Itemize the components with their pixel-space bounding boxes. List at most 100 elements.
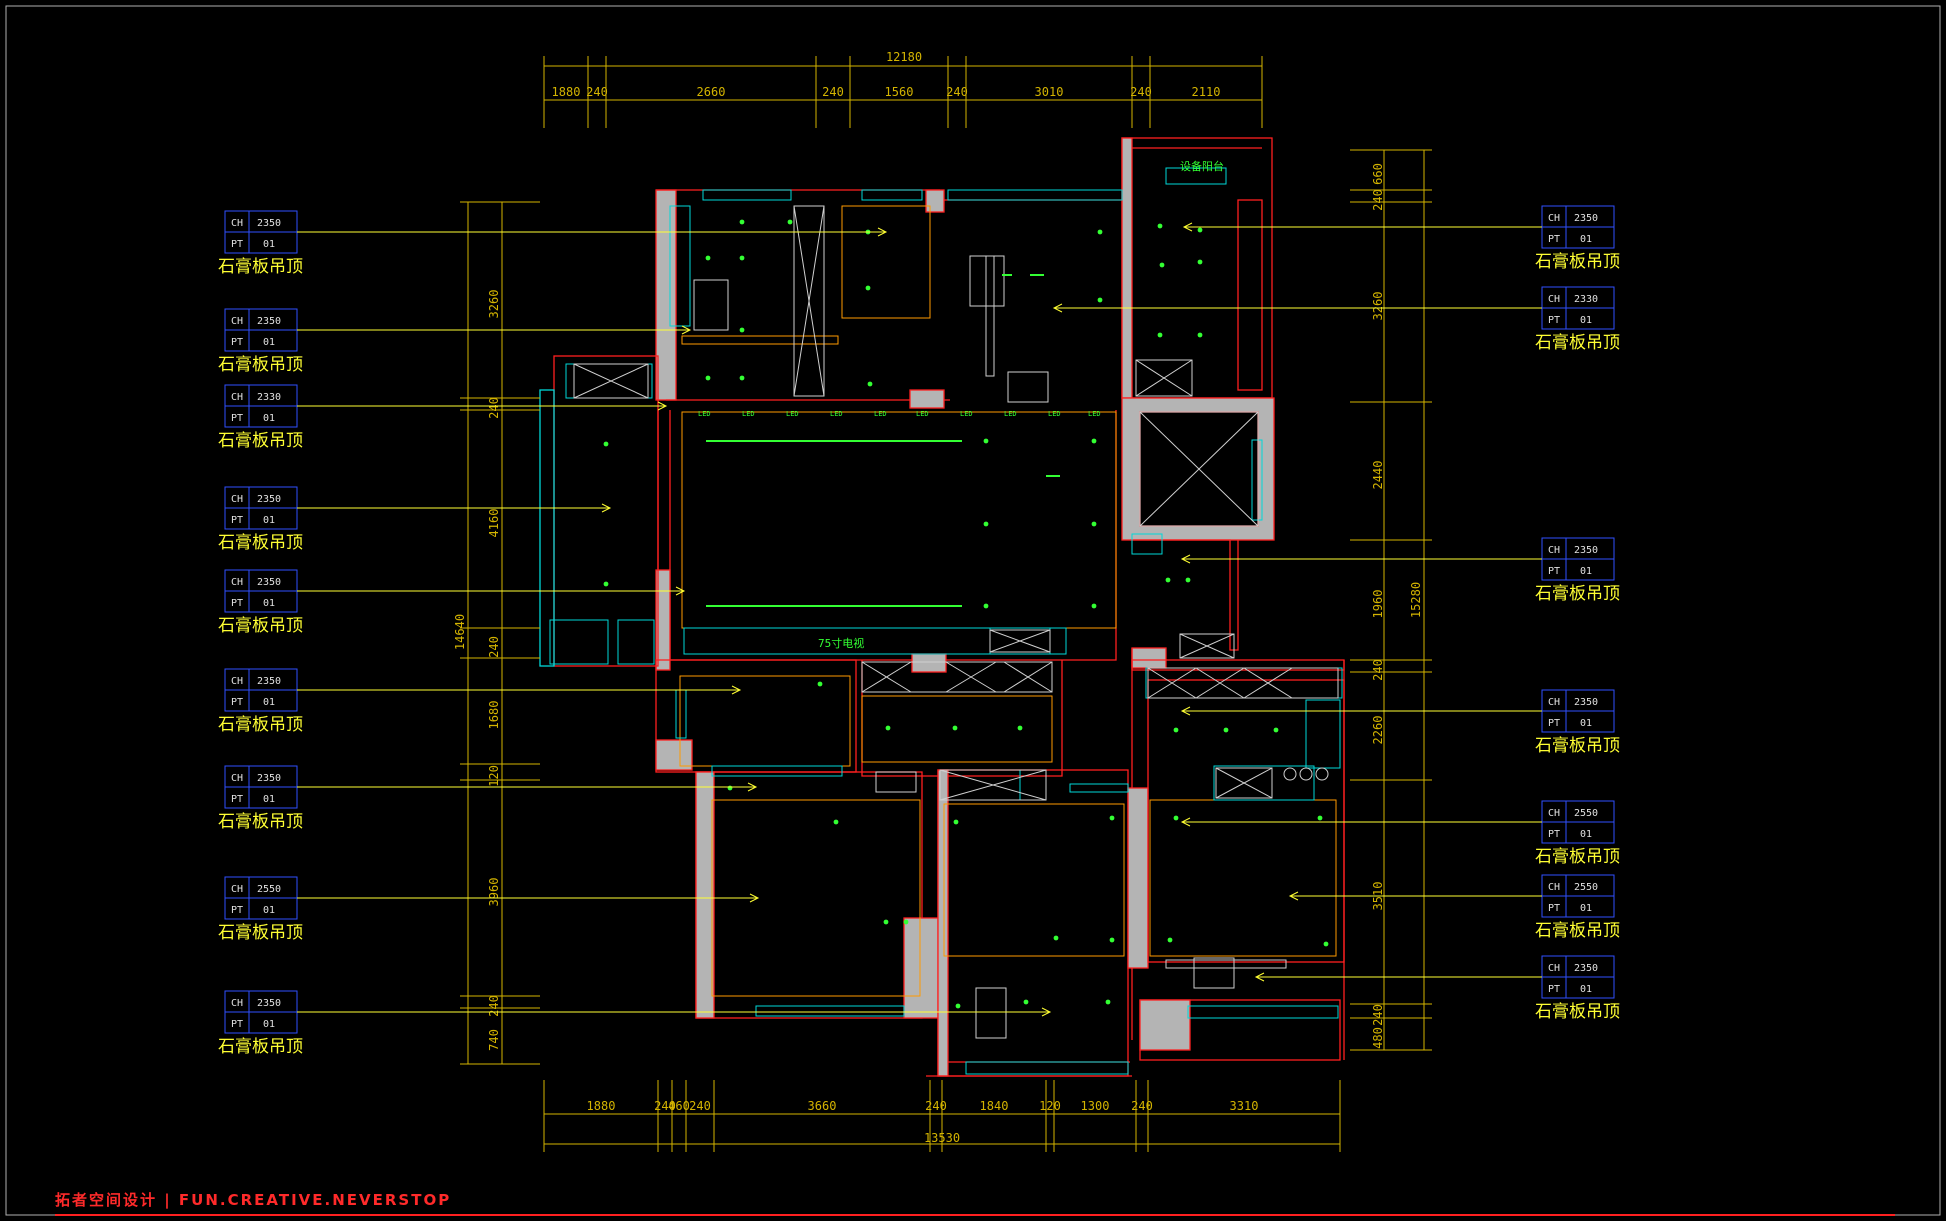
- downlight: [727, 785, 733, 791]
- svg-text:LED: LED: [1088, 410, 1101, 418]
- downlight: [1091, 603, 1097, 609]
- dim-text: 240: [1371, 189, 1385, 211]
- downlight: [739, 327, 745, 333]
- fixtures: [693, 255, 1329, 1039]
- tag-box-pt: [1541, 226, 1615, 249]
- downlight: [955, 1003, 961, 1009]
- dim-text: 240: [1131, 1099, 1153, 1113]
- leader-arrow: [675, 586, 686, 596]
- dim-text: 1680: [487, 701, 501, 730]
- leader-arrow: [657, 401, 668, 411]
- tag-label: 石膏板吊顶: [218, 354, 303, 375]
- downlight: [1053, 935, 1059, 941]
- tag-label: 石膏板吊顶: [218, 256, 303, 277]
- cabinets: [573, 205, 1339, 801]
- tag-ch-key: CH: [231, 676, 243, 687]
- dim-text: 480: [1371, 1027, 1385, 1049]
- downlight: [885, 725, 891, 731]
- downlight: [903, 919, 909, 925]
- downlight: [1173, 727, 1179, 733]
- svg-text:LED: LED: [960, 410, 973, 418]
- downlight: [787, 219, 793, 225]
- tag-ch-key: CH: [1548, 808, 1560, 819]
- downlight: [1097, 297, 1103, 303]
- downlight: [1105, 999, 1111, 1005]
- tag-box-pt: [1541, 307, 1615, 330]
- tag-label: 石膏板吊顶: [218, 615, 303, 636]
- downlight: [1323, 941, 1329, 947]
- tag-ch-value: 2550: [1574, 808, 1598, 819]
- tag-pt-key: PT: [1548, 903, 1560, 914]
- downlight: [1109, 815, 1115, 821]
- downlight: [739, 219, 745, 225]
- dim-text: 3010: [1035, 85, 1064, 99]
- tag-ch-key: CH: [231, 392, 243, 403]
- downlight: [739, 255, 745, 261]
- tag-ch-key: CH: [231, 494, 243, 505]
- downlight: [952, 725, 958, 731]
- tag-ch-key: CH: [1548, 294, 1560, 305]
- dim-text: 3660: [808, 1099, 837, 1113]
- dim-text: 240: [586, 85, 608, 99]
- downlight: [603, 581, 609, 587]
- dim-text: 2260: [1371, 716, 1385, 745]
- downlight: [1317, 815, 1323, 821]
- downlight: [1097, 229, 1103, 235]
- downlight: [867, 381, 873, 387]
- dim-text: 1960: [1371, 590, 1385, 619]
- tag-ch-key: CH: [1548, 882, 1560, 893]
- leader-arrow: [1180, 817, 1191, 827]
- tag-pt-key: PT: [1548, 566, 1560, 577]
- tag-pt-value: 01: [263, 598, 275, 609]
- tag-pt-key: PT: [1548, 984, 1560, 995]
- dim-text: 15280: [1409, 582, 1423, 618]
- leader-arrow: [749, 893, 760, 903]
- tag-ch-value: 2350: [1574, 545, 1598, 556]
- downlight: [983, 438, 989, 444]
- dim-text: 240: [487, 995, 501, 1017]
- svg-text:LED: LED: [698, 410, 711, 418]
- svg-text:LED: LED: [742, 410, 755, 418]
- tag-label: 石膏板吊顶: [218, 430, 303, 451]
- tag-ch-value: 2550: [1574, 882, 1598, 893]
- dim-text: 240: [822, 85, 844, 99]
- dim-text: 14640: [453, 614, 467, 650]
- label-tv: 75寸电视: [818, 636, 864, 650]
- tag-pt-value: 01: [1580, 984, 1592, 995]
- tag-pt-key: PT: [231, 794, 243, 805]
- downlight: [1109, 937, 1115, 943]
- dim-text: 240: [1130, 85, 1152, 99]
- tag-label: 石膏板吊顶: [1535, 251, 1620, 272]
- dim-text: 740: [487, 1029, 501, 1051]
- downlight: [1173, 815, 1179, 821]
- tag-label: 石膏板吊顶: [218, 811, 303, 832]
- downlight: [1197, 227, 1203, 233]
- downlight: [739, 375, 745, 381]
- tag-ch-key: CH: [231, 773, 243, 784]
- dim-text: 1840: [980, 1099, 1009, 1113]
- downlight: [705, 375, 711, 381]
- tag-pt-key: PT: [231, 413, 243, 424]
- dim-text: 13530: [924, 1131, 960, 1145]
- leader-arrow: [747, 782, 758, 792]
- tag-box-pt: [224, 590, 298, 613]
- tag-label: 石膏板吊顶: [1535, 920, 1620, 941]
- tag-ch-value: 2350: [257, 773, 281, 784]
- tag-box-pt: [1541, 821, 1615, 844]
- tag-box-pt: [1541, 895, 1615, 918]
- dim-text: 240: [487, 636, 501, 658]
- tag-pt-key: PT: [231, 239, 243, 250]
- tag-ch-value: 2350: [1574, 213, 1598, 224]
- leader-arrow: [601, 503, 612, 513]
